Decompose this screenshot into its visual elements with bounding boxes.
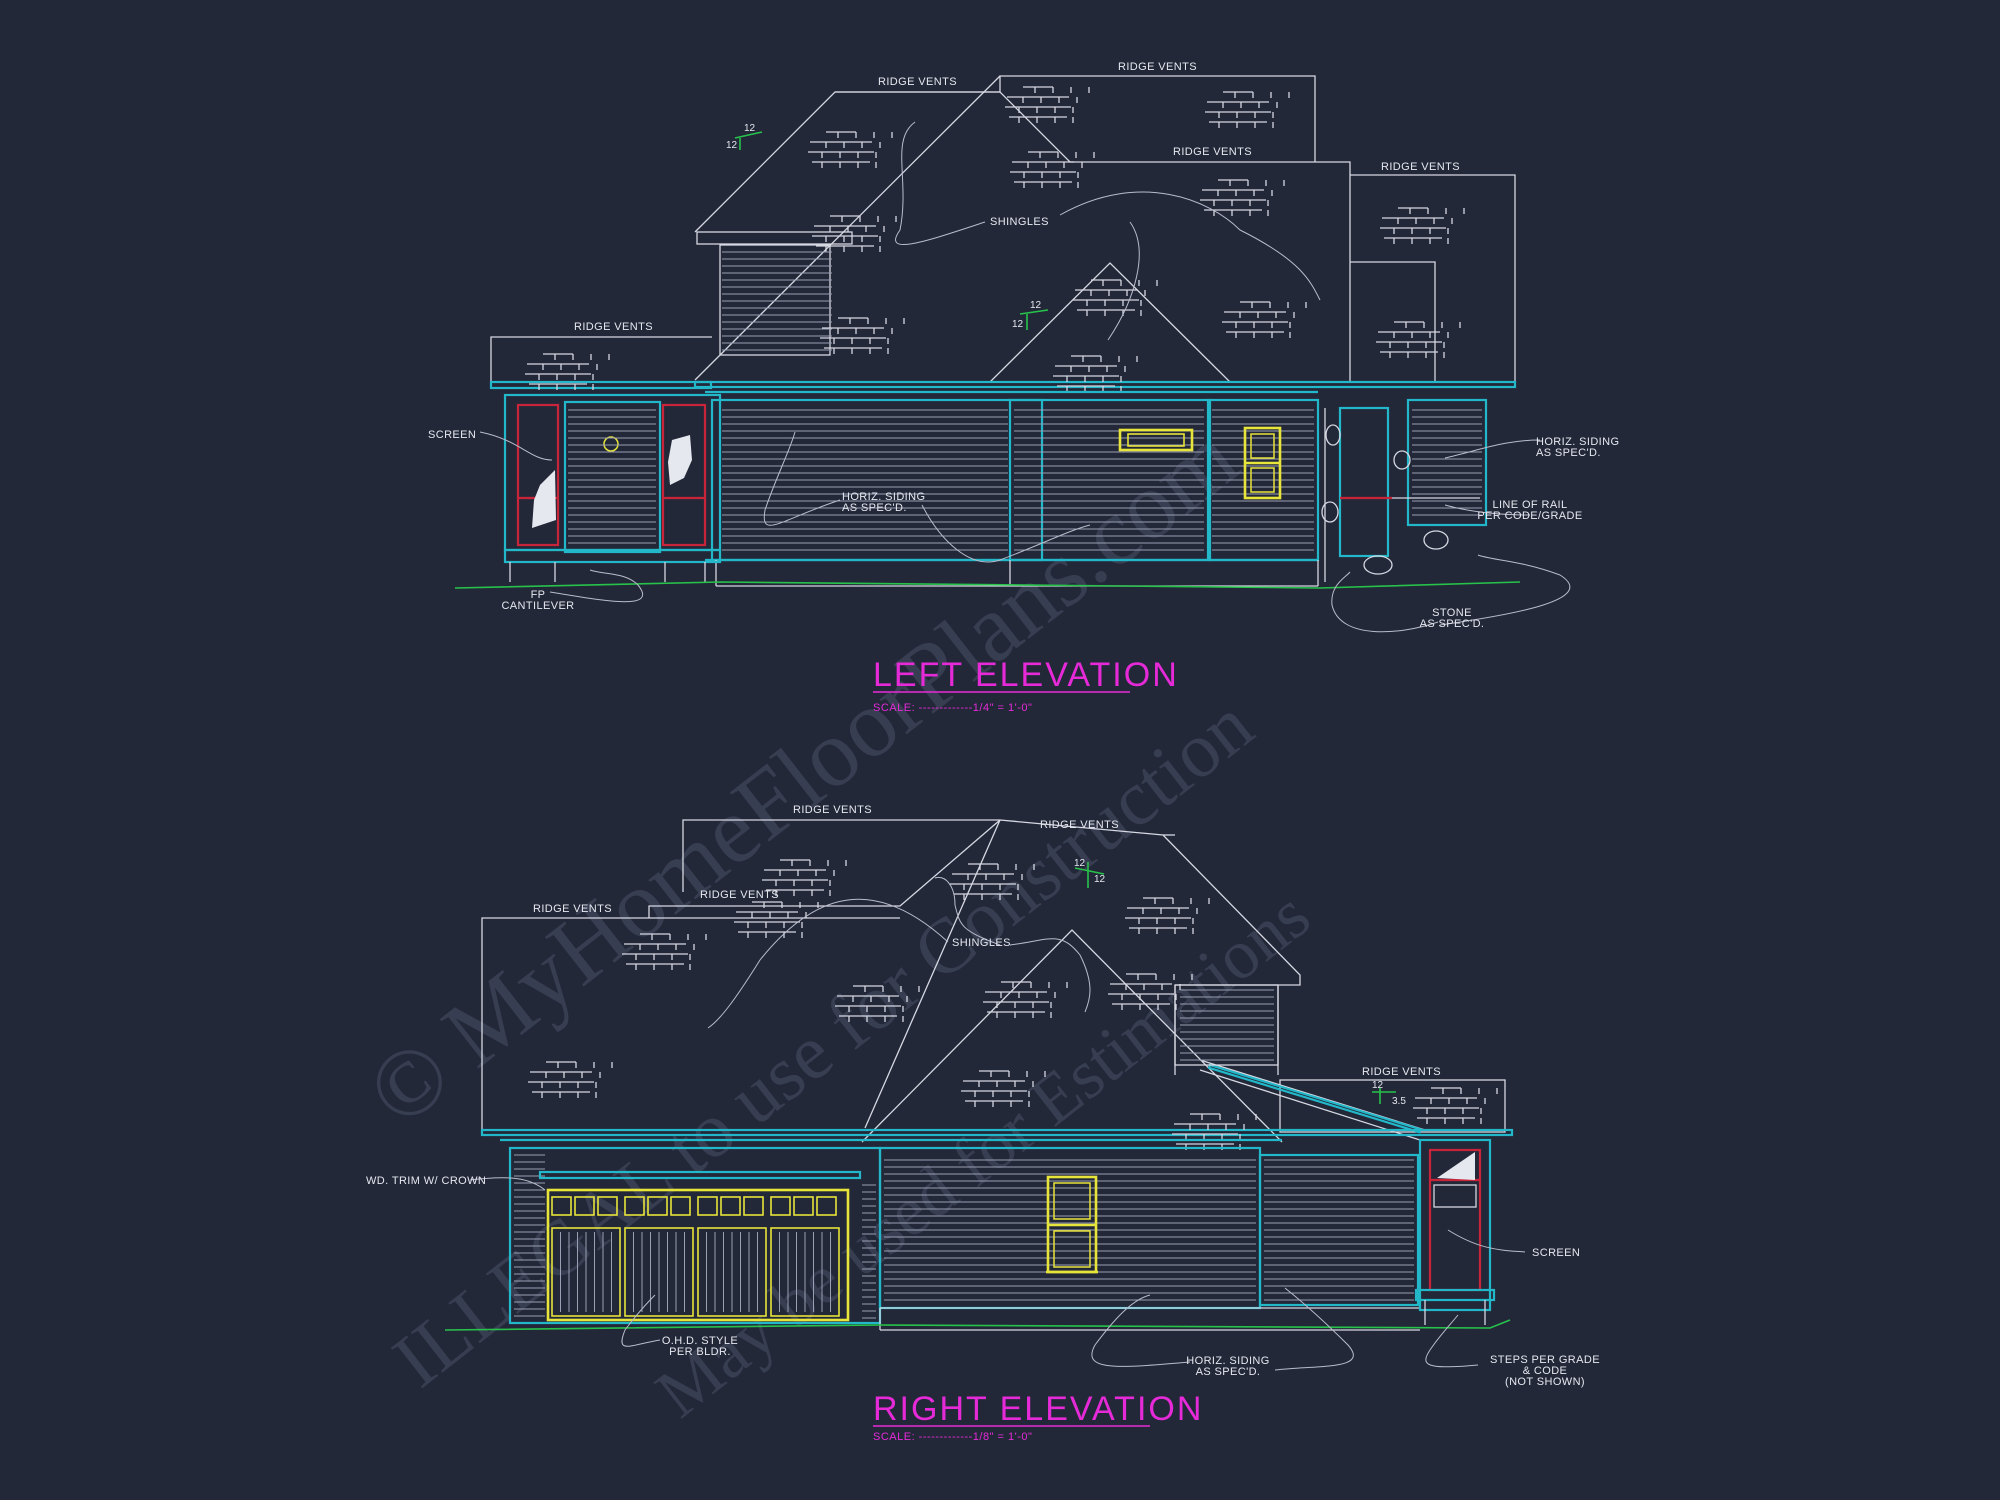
- shingle-glyph: [812, 215, 897, 252]
- shingle-glyph: [1125, 897, 1210, 934]
- shingle-glyph: [1376, 321, 1461, 358]
- shingle-glyph: [622, 933, 707, 970]
- left-wall-siding: [563, 251, 1488, 587]
- left-elevation: 12 12 12 12 RIDGE VENTS RIDGE VENTS: [428, 61, 1619, 714]
- label-ridge-vents: RIDGE VENTS: [878, 76, 957, 88]
- left-roof-outline: [489, 75, 1517, 390]
- svg-text:12: 12: [1030, 300, 1042, 311]
- shingle-glyph: [983, 981, 1068, 1018]
- label-shingles: SHINGLES: [990, 216, 1049, 228]
- left-pitch-symbol-2: 12 12: [1012, 300, 1049, 330]
- right-leader-lines: [469, 876, 1526, 1371]
- right-pitch-symbol-1: 12 12: [1074, 858, 1106, 888]
- shingle-glyph: [1222, 301, 1307, 338]
- label-ridge-vents: RIDGE VENTS: [1381, 161, 1460, 173]
- label-screen: SCREEN: [1532, 1247, 1580, 1259]
- svg-text:12: 12: [726, 140, 738, 151]
- svg-text:12: 12: [1094, 874, 1106, 885]
- svg-text:12: 12: [1012, 319, 1024, 330]
- shingle-glyph: [961, 1070, 1046, 1107]
- shingle-glyph: [1380, 207, 1465, 244]
- left-grade-line: [454, 581, 1521, 589]
- shingle-glyph: [525, 353, 610, 390]
- svg-text:3.5: 3.5: [1392, 1096, 1406, 1107]
- label-ridge-vents: RIDGE VENTS: [1118, 61, 1197, 73]
- shingle-glyph: [1005, 86, 1090, 123]
- right-pitch-symbol-2: 12 3.5: [1372, 1080, 1406, 1107]
- label-shingles: SHINGLES: [952, 937, 1011, 949]
- left-pitch-symbol-1: 12 12: [726, 123, 763, 151]
- transom-window: [1118, 428, 1194, 452]
- label-ridge-vents: RIDGE VENTS: [1362, 1066, 1441, 1078]
- label-ridge-vents: RIDGE VENTS: [574, 321, 653, 333]
- shingle-glyph: [1172, 1113, 1257, 1150]
- left-elevation-title-block: LEFT ELEVATION SCALE: -------------1/4" …: [873, 656, 1179, 714]
- label-ridge-vents: RIDGE VENTS: [533, 903, 612, 915]
- left-windows: [1118, 426, 1282, 500]
- shingle-glyph: [1205, 91, 1290, 128]
- shingle-glyph: [1053, 355, 1138, 392]
- left-leader-lines: [479, 121, 1571, 633]
- right-elevation-scale: SCALE: -------------1/8" = 1'-0": [873, 1431, 1032, 1443]
- svg-text:12: 12: [1074, 858, 1086, 869]
- shingle-glyph: [528, 1061, 613, 1098]
- right-elevation-title-block: RIGHT ELEVATION SCALE: -------------1/8"…: [873, 1390, 1203, 1443]
- left-elevation-title: LEFT ELEVATION: [873, 656, 1179, 694]
- svg-text:12: 12: [1372, 1080, 1384, 1091]
- left-shingle-patterns: [525, 86, 1465, 392]
- label-wd-trim: WD. TRIM W/ CROWN: [366, 1175, 486, 1187]
- right-screen-porch: [1414, 1138, 1496, 1325]
- shingle-glyph: [808, 131, 893, 168]
- garage-door: [538, 1170, 862, 1322]
- shingle-glyph: [950, 863, 1035, 900]
- shingle-glyph: [835, 985, 920, 1022]
- left-elevation-scale: SCALE: -------------1/4" = 1'-0": [873, 702, 1032, 714]
- left-screen-porch: [503, 393, 722, 582]
- left-stone-chimney: [1321, 406, 1480, 582]
- right-shingle-patterns: [528, 859, 1498, 1150]
- right-wall-siding: [500, 984, 1420, 1331]
- label-screen: SCREEN: [428, 429, 476, 441]
- right-annotations: RIDGE VENTS RIDGE VENTS RIDGE VENTS RIDG…: [366, 804, 1600, 1388]
- left-annotations: RIDGE VENTS RIDGE VENTS RIDGE VENTS RIDG…: [428, 61, 1619, 630]
- svg-text:12: 12: [744, 123, 756, 134]
- shingle-glyph: [1200, 179, 1285, 216]
- shingle-glyph: [734, 901, 819, 938]
- label-ridge-vents: RIDGE VENTS: [700, 889, 779, 901]
- label-ridge-vents: RIDGE VENTS: [1040, 819, 1119, 831]
- label-steps: STEPS PER GRADE& CODE(NOT SHOWN): [1490, 1354, 1600, 1388]
- right-elevation: 12 12 12 3.5 RIDGE VENTS RIDGE VENTS RID…: [366, 804, 1600, 1443]
- shingle-glyph: [762, 859, 847, 896]
- label-ridge-vents: RIDGE VENTS: [793, 804, 872, 816]
- label-ridge-vents: RIDGE VENTS: [1173, 146, 1252, 158]
- right-grade-line: [444, 1319, 1511, 1331]
- right-double-hung-window: [1046, 1175, 1098, 1274]
- shingle-glyph: [1413, 1087, 1498, 1124]
- shingle-glyph: [1108, 973, 1193, 1010]
- shingle-glyph: [820, 317, 905, 354]
- shingle-glyph: [1010, 151, 1095, 188]
- right-elevation-title: RIGHT ELEVATION: [873, 1390, 1203, 1428]
